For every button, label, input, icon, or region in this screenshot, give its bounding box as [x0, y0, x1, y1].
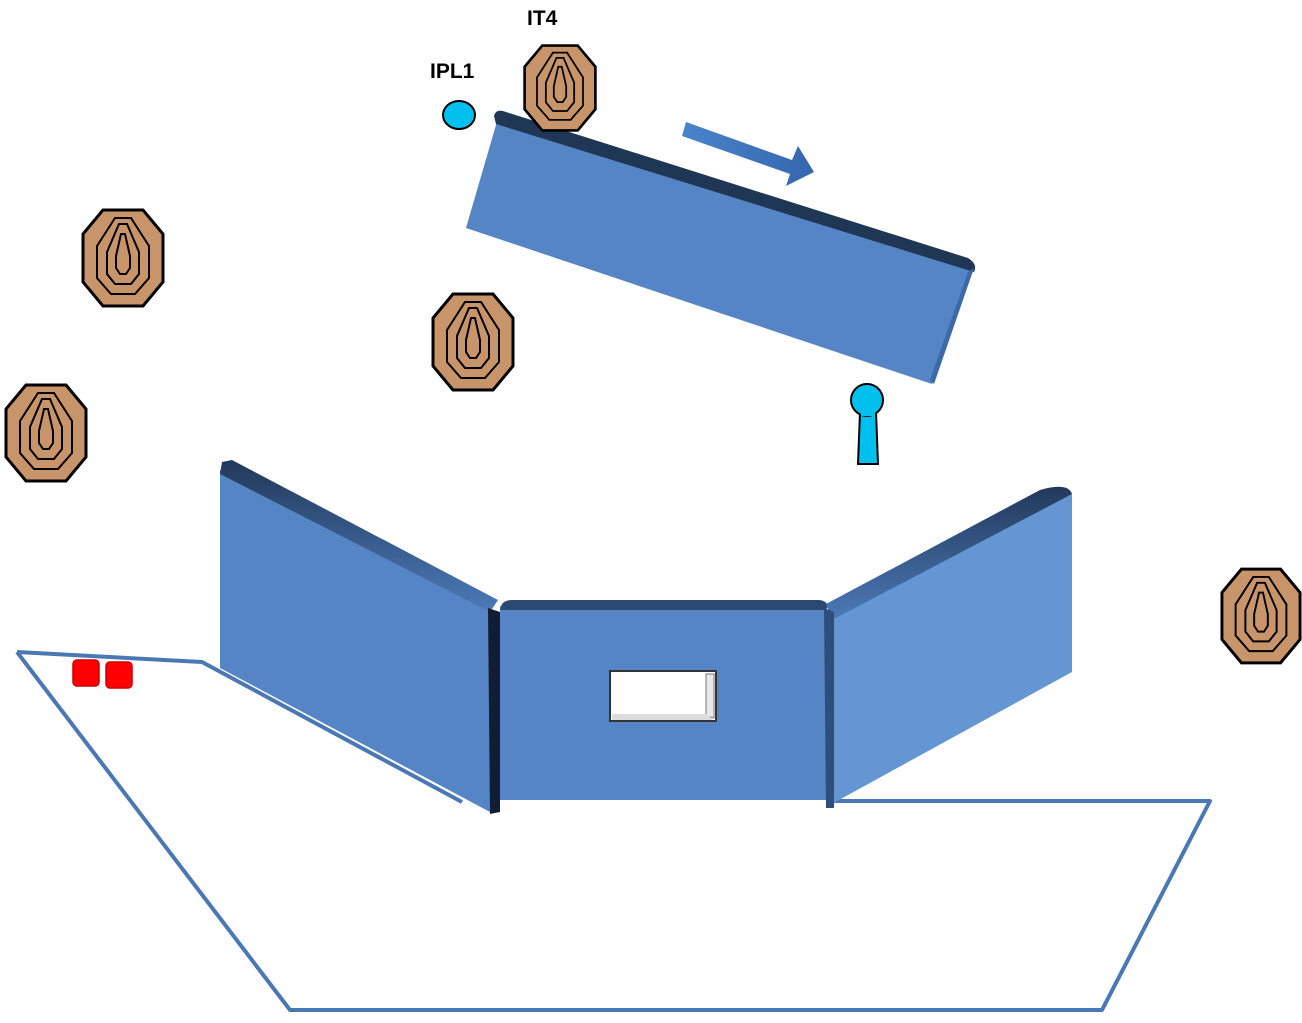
steel-target-icon [4, 383, 88, 483]
start-position-icon [105, 661, 133, 689]
plate-icon [442, 100, 476, 130]
window-port [609, 670, 717, 722]
fault-line-bottom [15, 650, 1212, 1012]
label-it4: IT4 [527, 7, 558, 30]
steel-target-icon [523, 43, 597, 133]
upper-wall [466, 110, 976, 384]
left-wall [220, 460, 500, 814]
right-wall [824, 486, 1072, 808]
center-wall [500, 600, 828, 800]
steel-target-icon [431, 292, 515, 392]
steel-target-icon [1220, 567, 1302, 665]
start-position-icon [72, 659, 100, 687]
right-arrow-icon [682, 122, 814, 186]
fault-line [16, 650, 463, 804]
popper-icon [850, 383, 884, 465]
steel-target-icon [81, 208, 165, 308]
label-ipl1: IPL1 [430, 60, 475, 83]
